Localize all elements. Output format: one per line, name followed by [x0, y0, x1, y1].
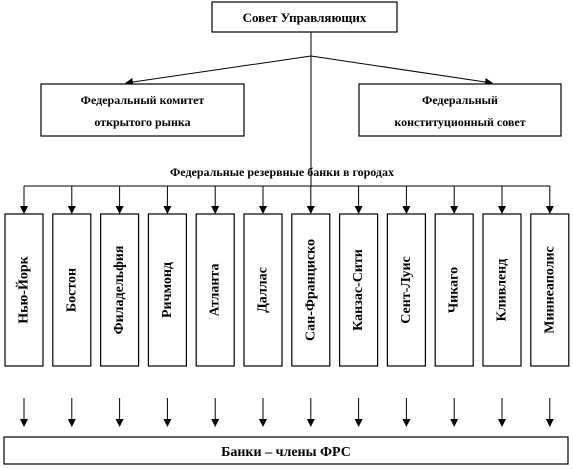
city-7-label: Сан-Франциско [303, 239, 318, 341]
reserve-banks-caption: Федеральные резервные банки в городах [170, 165, 394, 179]
fomc-box [40, 83, 245, 137]
member-banks-label: Банки – члены ФРС [221, 445, 351, 460]
city-8-label: Канзас-Сити [351, 249, 366, 331]
city-2-box [52, 213, 92, 367]
city-6-label: Даллас [256, 267, 271, 313]
city-1-box [4, 213, 44, 367]
federal-council-label-line2: конституционный совет [394, 115, 525, 129]
fomc-label-line2: открытого рынка [94, 115, 190, 129]
city-11-label: Кливленд [495, 259, 510, 322]
city-3-label: Филадельфия [112, 245, 127, 334]
city-11-box [482, 213, 522, 367]
city-8-box [339, 213, 379, 367]
city-7-box [291, 213, 331, 367]
city-5-label: Атланта [208, 264, 223, 317]
city-3-box [99, 213, 140, 367]
arrow-to-federal-council [310, 55, 493, 86]
city-4-box [147, 213, 187, 367]
city-1-label: Нью-Йорк [15, 255, 32, 323]
fomc-label-line1: Федеральный комитет [81, 93, 205, 107]
city-12-label: Миннеаполис [542, 246, 557, 333]
board-of-governors-box [211, 1, 398, 33]
city-6-box [243, 213, 283, 367]
city-4-label: Ричмонд [160, 262, 175, 318]
board-of-governors-label: Совет Управляющих [243, 10, 367, 25]
city-2-label: Бостон [64, 268, 79, 312]
city-9-label: Сент-Луис [399, 256, 414, 323]
city-10-label: Чикаго [447, 267, 462, 313]
city-10-box [434, 213, 474, 367]
federal-council-box [358, 83, 562, 137]
federal-council-label-line1: Федеральный [422, 93, 498, 107]
reserve-bank-cities: Нью-Йорк Бостон Филадельфия Ричмонд Атланта Д… [4, 186, 570, 427]
city-5-box [195, 213, 235, 367]
member-banks-box [3, 436, 569, 465]
city-12-box [530, 213, 570, 367]
city-9-box [386, 213, 426, 367]
arrow-to-fomc [125, 55, 312, 86]
